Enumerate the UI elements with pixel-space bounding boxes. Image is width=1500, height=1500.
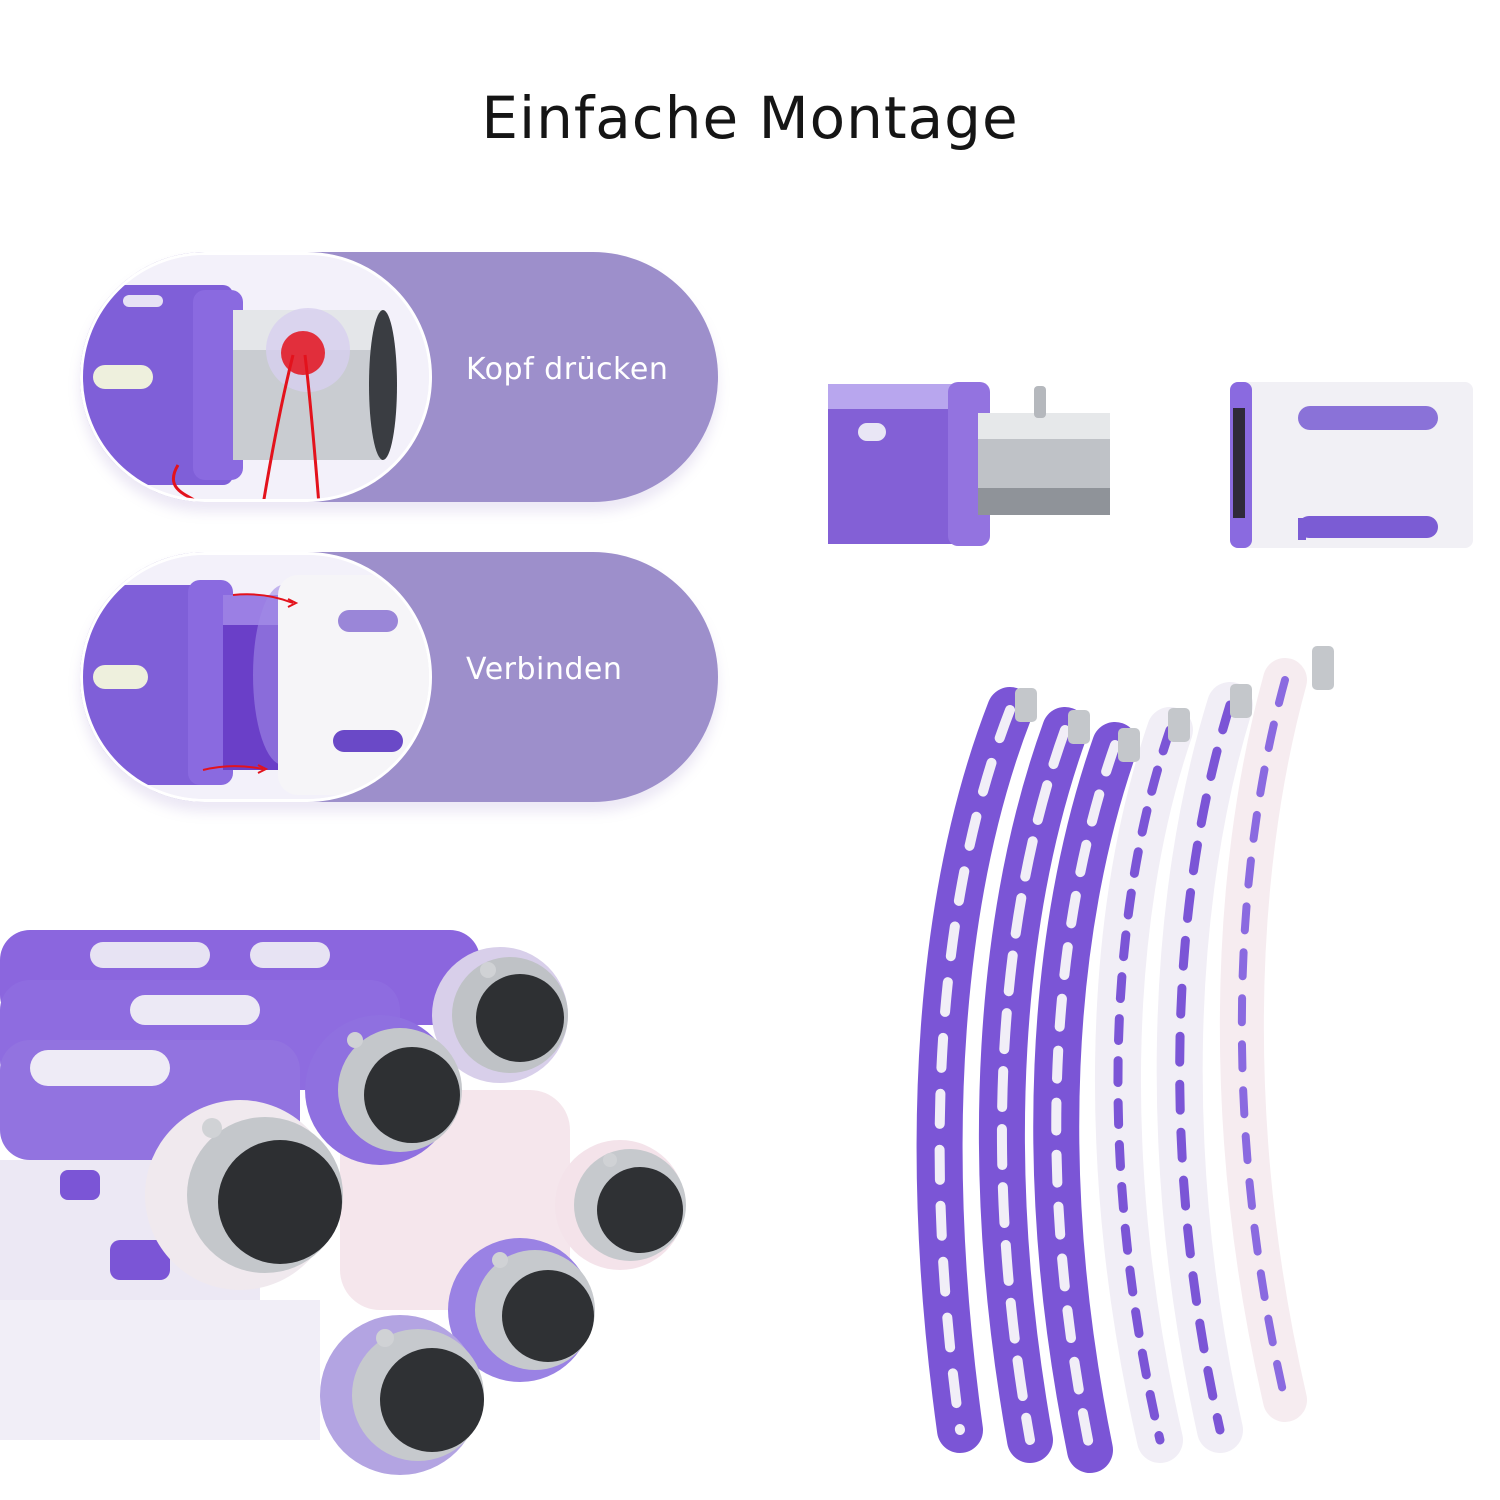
step-label-press-head: Kopf drücken xyxy=(466,352,669,387)
connect-photo xyxy=(80,552,432,802)
step-card-press-head: Kopf drücken xyxy=(80,252,718,502)
step-card-connect: Verbinden xyxy=(80,552,718,802)
connect-illustration xyxy=(83,555,429,799)
page-title: Einfache Montage xyxy=(481,84,1019,152)
separated-segments-photo xyxy=(828,382,1473,548)
press-head-illustration xyxy=(83,255,429,499)
step-label-connect: Verbinden xyxy=(466,652,623,687)
stacked-tube-ends-photo xyxy=(0,930,686,1475)
fanned-segments-photo xyxy=(916,646,1334,1473)
press-head-photo xyxy=(80,252,432,502)
